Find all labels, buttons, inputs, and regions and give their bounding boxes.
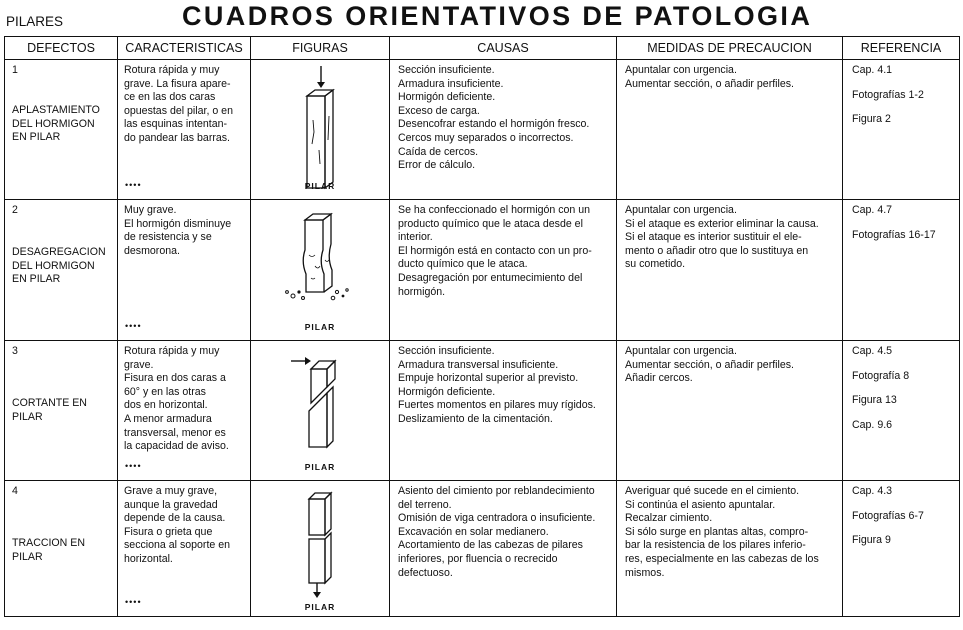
medidas-cell: Apuntalar con urgencia.Si el ataque es e… — [616, 199, 843, 341]
defect-name: CORTANTE EN PILAR — [12, 397, 87, 423]
medidas-list: Apuntalar con urgencia.Aumentar sección,… — [625, 345, 794, 385]
severity-dots: •••• — [125, 597, 142, 608]
severity-dots: •••• — [125, 461, 142, 472]
col-header-figuras: FIGURAS — [250, 36, 390, 60]
figure-cell: PILAR — [250, 480, 390, 617]
col-header-medidas: MEDIDAS DE PRECAUCION — [616, 36, 843, 60]
table-row: 4 TRACCION EN PILAR Grave a muy grave,au… — [4, 480, 960, 617]
figure-cell: PILAR — [250, 199, 390, 341]
table-row: 2 DESAGREGACION DEL HORMIGON EN PILAR Mu… — [4, 199, 960, 341]
causas-list: Sección insuficiente.Armadura transversa… — [398, 345, 596, 425]
col-header-defectos: DEFECTOS — [4, 36, 118, 60]
medidas-cell: Apuntalar con urgencia.Aumentar sección,… — [616, 59, 843, 200]
figure-label: PILAR — [304, 322, 336, 332]
defecto-cell: 4 TRACCION EN PILAR — [4, 480, 118, 617]
medidas-list: Averiguar qué sucede en el cimiento.Si c… — [625, 485, 819, 579]
column-disintegration-figure — [285, 212, 349, 301]
header-row: DEFECTOS CARACTERISTICAS FIGURAS CAUSAS … — [4, 36, 960, 60]
column-shear-figure — [291, 357, 337, 449]
caracteristicas-text: Muy grave.El hormigón disminuye de resis… — [124, 204, 232, 257]
row-number: 1 — [12, 64, 18, 76]
medidas-list: Apuntalar con urgencia.Si el ataque es e… — [625, 204, 819, 271]
defecto-cell: 3 CORTANTE EN PILAR — [4, 340, 118, 481]
severity-dots: •••• — [125, 321, 142, 332]
page-title: CUADROS ORIENTATIVOS DE PATOLOGIA — [182, 1, 813, 31]
causas-list: Asiento del cimiento por reblandecimient… — [398, 485, 596, 579]
medidas-list: Apuntalar con urgencia.Aumentar sección,… — [625, 64, 794, 90]
figure-label: PILAR — [304, 181, 336, 191]
medidas-cell: Averiguar qué sucede en el cimiento.Si c… — [616, 480, 843, 617]
figure-cell: PILAR — [250, 340, 390, 481]
causas-cell: Asiento del cimiento por reblandecimient… — [389, 480, 617, 617]
defecto-cell: 2 DESAGREGACION DEL HORMIGON EN PILAR — [4, 199, 118, 341]
defect-name: APLASTAMIENTO DEL HORMIGON EN PILAR — [12, 104, 100, 144]
col-header-causas: CAUSAS — [389, 36, 617, 60]
figure-cell: PILAR — [250, 59, 390, 200]
causas-cell: Sección insuficiente.Armadura transversa… — [389, 340, 617, 481]
column-traction-figure — [307, 491, 333, 598]
row-number: 3 — [12, 345, 18, 357]
row-number: 2 — [12, 204, 18, 216]
col-header-caracteristicas: CARACTERISTICAS — [117, 36, 251, 60]
table-row: 1 APLASTAMIENTO DEL HORMIGON EN PILAR Ro… — [4, 59, 960, 200]
row-number: 4 — [12, 485, 18, 497]
caracteristicas-cell: Grave a muy grave,aunque la gravedad dep… — [117, 480, 251, 617]
severity-dots: •••• — [125, 180, 142, 191]
caracteristicas-cell: Muy grave.El hormigón disminuye de resis… — [117, 199, 251, 341]
medidas-cell: Apuntalar con urgencia.Aumentar sección,… — [616, 340, 843, 481]
defect-name: DESAGREGACION DEL HORMIGON EN PILAR — [12, 246, 106, 286]
col-header-referencia: REFERENCIA — [842, 36, 960, 60]
defect-name: TRACCION EN PILAR — [12, 537, 85, 563]
section-label: PILARES — [6, 14, 64, 29]
figure-label: PILAR — [304, 602, 336, 612]
figure-label: PILAR — [304, 462, 336, 472]
defecto-cell: 1 APLASTAMIENTO DEL HORMIGON EN PILAR — [4, 59, 118, 200]
caracteristicas-text: Grave a muy grave,aunque la gravedad dep… — [124, 485, 231, 565]
causas-list: Sección insuficiente.Armadura insuficien… — [398, 64, 590, 172]
column-crush-figure — [305, 66, 335, 190]
pathology-table: DEFECTOS CARACTERISTICAS FIGURAS CAUSAS … — [4, 36, 960, 617]
causas-cell: Sección insuficiente.Armadura insuficien… — [389, 59, 617, 200]
